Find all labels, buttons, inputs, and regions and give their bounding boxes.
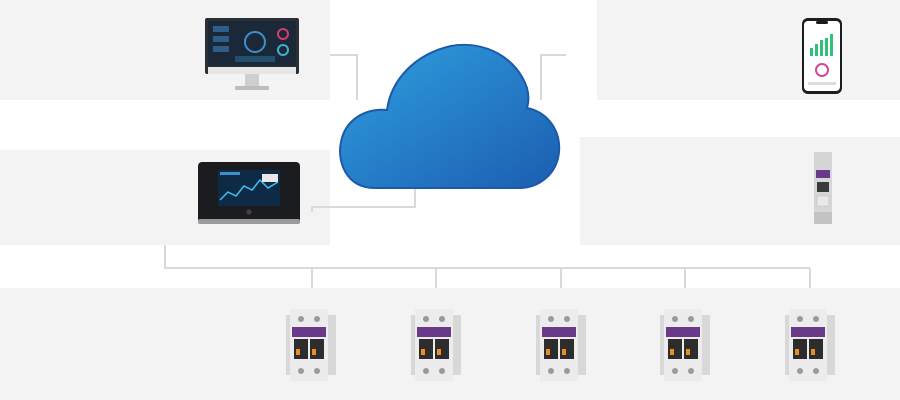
circuit-breaker-icon — [785, 309, 835, 381]
wall-tablet-icon — [198, 162, 300, 224]
circuit-breaker-icon — [660, 309, 710, 381]
desktop-monitor-icon — [205, 18, 299, 94]
breaker-3 — [536, 309, 586, 381]
breaker-2 — [411, 309, 461, 381]
panel-meter — [580, 137, 900, 245]
cloud-icon — [335, 40, 565, 195]
breaker-1 — [286, 309, 336, 381]
circuit-breaker-icon — [411, 309, 461, 381]
circuit-breaker-icon — [286, 309, 336, 381]
smartphone-icon — [802, 18, 842, 94]
circuit-breaker-icon — [536, 309, 586, 381]
din-rail-meter-icon — [814, 152, 832, 224]
panel-phone — [597, 0, 900, 100]
breaker-5 — [785, 309, 835, 381]
breaker-4 — [660, 309, 710, 381]
